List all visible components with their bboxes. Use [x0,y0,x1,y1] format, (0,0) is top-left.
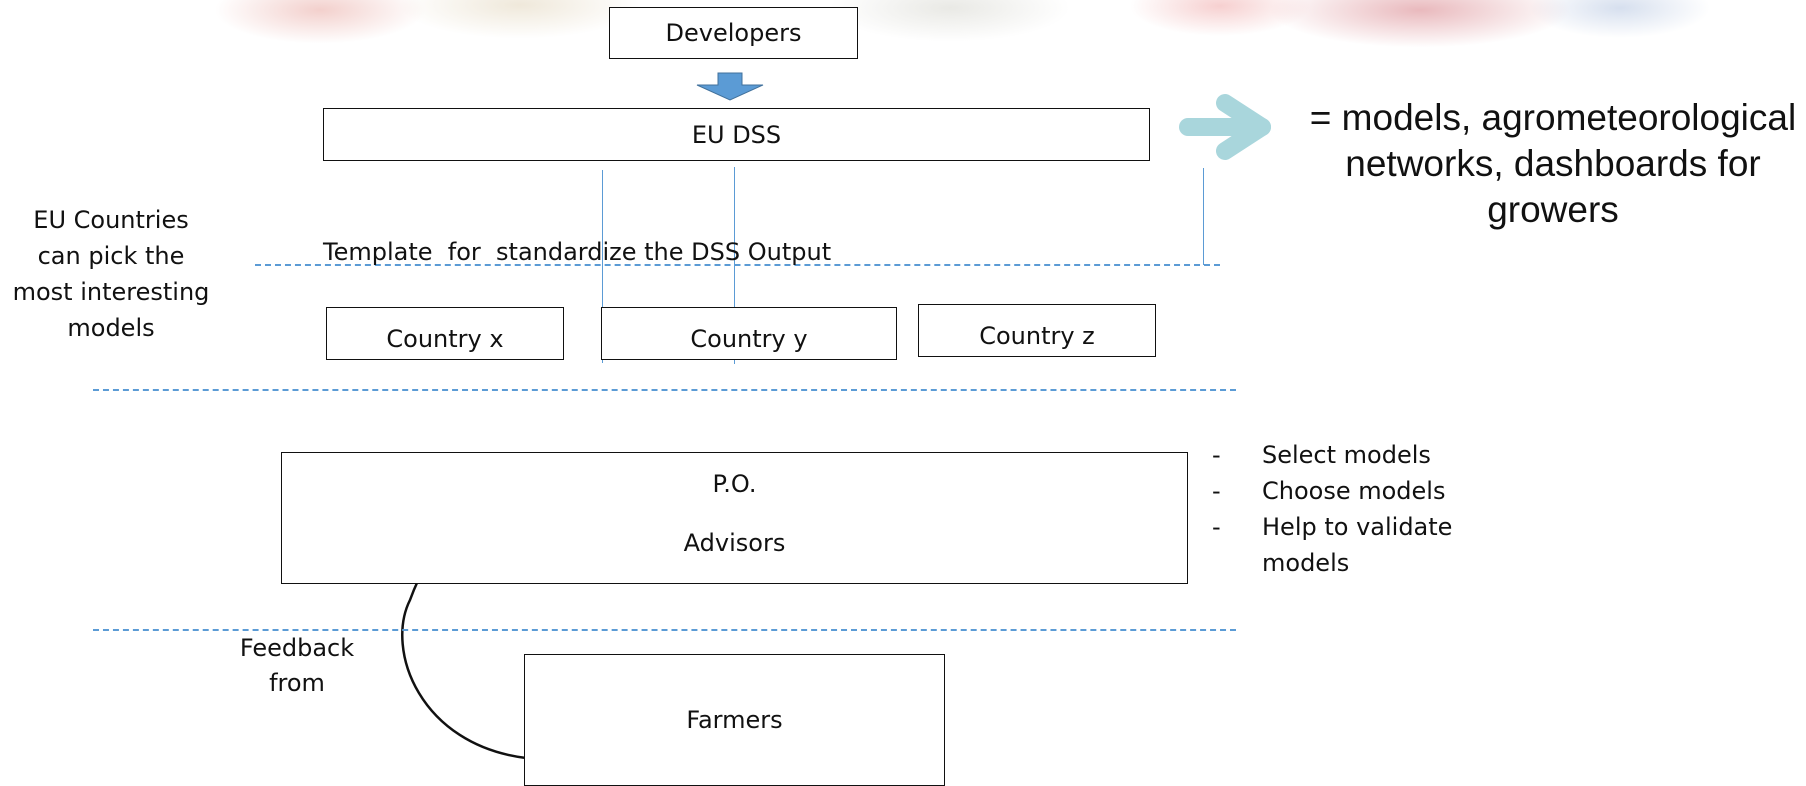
eu-countries-line: can pick the [37,242,185,270]
dss-definition-line: = models, agrometeorological [1309,97,1797,138]
po-role-item: - Help to validate models [1212,509,1472,581]
bullet-dash: - [1212,441,1221,469]
eu-countries-line: most interesting [12,278,210,306]
country-y-box: Country y [601,307,897,360]
eu-countries-line: models [67,314,155,342]
separator-countries [93,389,1236,391]
bullet-dash: - [1212,513,1221,541]
farmers-box: Farmers [524,654,945,786]
feedback-line: Feedback [239,634,355,662]
po-role-item: - Select models [1212,437,1472,473]
dss-definition: = models, agrometeorological networks, d… [1300,95,1806,233]
po-role-text: Choose models [1262,477,1446,505]
po-advisors-box: P.O. Advisors [281,452,1188,584]
connector-line-x [602,170,603,363]
dss-definition-line: networks, dashboards for [1345,143,1761,184]
down-arrow-icon [696,72,764,101]
developers-box: Developers [609,7,858,59]
header-background-image [0,0,1806,70]
po-role-text: Select models [1262,441,1431,469]
feedback-note: Feedback from [230,631,364,701]
bullet-dash: - [1212,477,1221,505]
po-role-text: Help to validate models [1262,513,1453,577]
eu-countries-note: EU Countries can pick the most interesti… [0,202,222,346]
separator-template [255,264,1220,266]
connector-line-z [1203,168,1204,265]
po-roles-list: - Select models - Choose models - Help t… [1212,437,1472,581]
eu-dss-box: EU DSS [323,108,1150,161]
po-label: P.O. [712,470,757,498]
template-label: Template for standardize the DSS Output [323,238,832,266]
advisors-label: Advisors [683,529,786,557]
country-x-box: Country x [326,307,564,360]
right-arrow-icon [1179,94,1271,160]
country-z-box: Country z [918,304,1156,357]
separator-advisors [93,629,1236,631]
feedback-line: from [269,669,325,697]
eu-countries-line: EU Countries [33,206,189,234]
dss-definition-line: growers [1487,189,1619,230]
po-role-item: - Choose models [1212,473,1472,509]
